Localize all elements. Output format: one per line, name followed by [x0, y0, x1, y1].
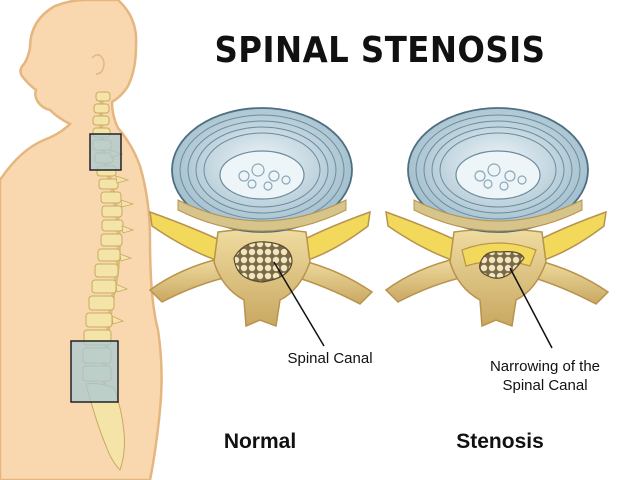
normal-canal-label: Spinal Canal — [270, 349, 390, 368]
body-silhouette — [0, 0, 163, 480]
stenosis-canal-label-line2: Spinal Canal — [502, 377, 588, 394]
normal-spinal-canal — [233, 241, 293, 283]
stenosis-caption: Stenosis — [456, 430, 544, 453]
normal-vertebra — [148, 107, 374, 347]
cervical-region-box — [89, 133, 122, 171]
normal-caption: Normal — [223, 430, 297, 453]
stenosis-spinal-canal — [479, 251, 525, 279]
stenosis-canal-label: Narrowing of the Spinal Canal — [470, 357, 619, 395]
stenosis-vertebra — [384, 107, 610, 349]
normal-canal-label-text: Spinal Canal — [287, 350, 373, 367]
page-title: SPINAL STENOSIS — [214, 30, 546, 71]
lumbar-region-box — [70, 340, 119, 403]
stenosis-canal-label-line1: Narrowing of the — [489, 358, 601, 375]
